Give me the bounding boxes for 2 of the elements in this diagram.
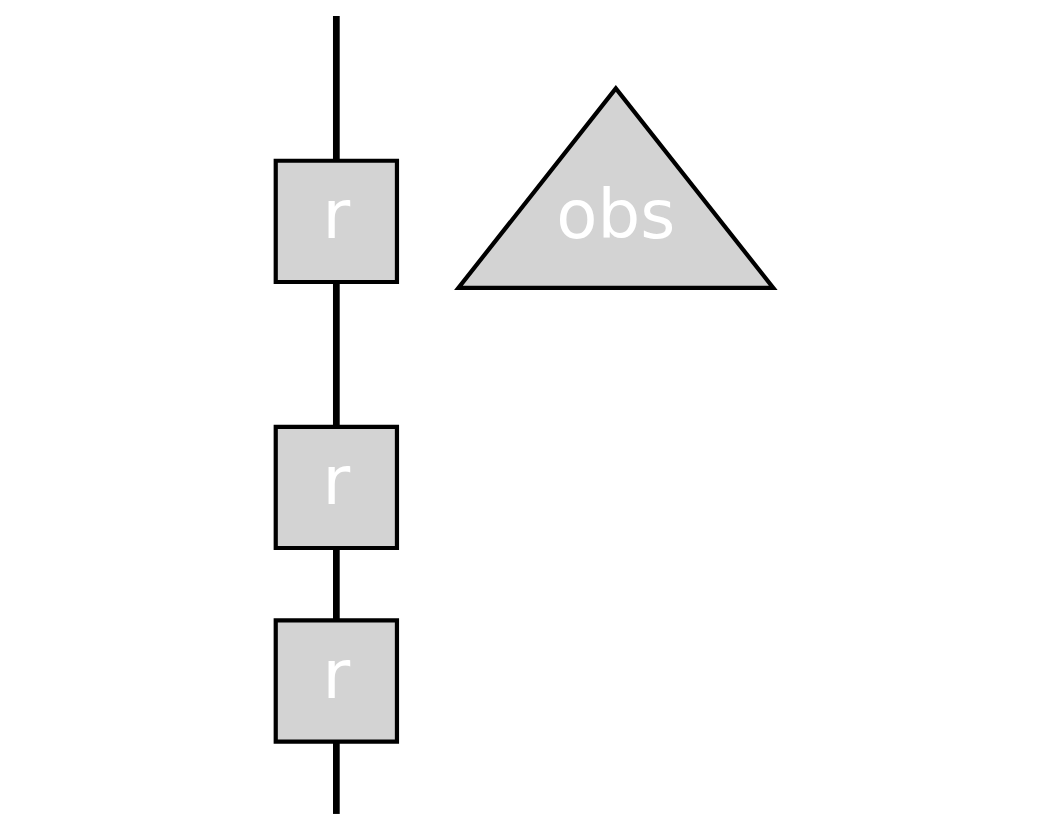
connector xyxy=(332,282,340,427)
connector xyxy=(332,548,340,621)
